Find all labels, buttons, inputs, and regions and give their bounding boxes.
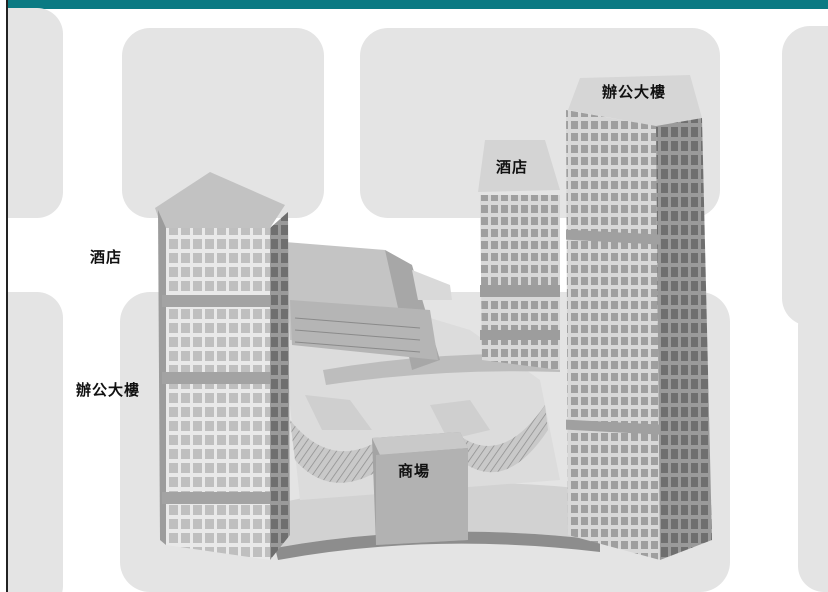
block-top-left-edge <box>0 8 63 218</box>
mall-box <box>372 432 468 545</box>
label-mall: 商場 <box>398 462 431 480</box>
left-tower <box>155 172 290 560</box>
right-hotel-tower <box>478 140 560 370</box>
right-office-tower <box>566 75 712 560</box>
block-bottom-right-edge <box>798 300 828 592</box>
block-top-center-left <box>122 28 324 218</box>
mall-podium <box>270 318 600 560</box>
block-bottom-left-edge <box>0 292 63 592</box>
label-hotel-left: 酒店 <box>90 248 123 266</box>
mid-rise-block <box>285 242 452 370</box>
block-top-right-edge <box>782 26 828 326</box>
label-office-right: 辦公大樓 <box>602 83 667 101</box>
header-bar <box>0 0 828 9</box>
label-hotel-right: 酒店 <box>496 158 529 176</box>
label-office-left: 辦公大樓 <box>76 381 141 399</box>
left-border-rule <box>0 0 8 592</box>
